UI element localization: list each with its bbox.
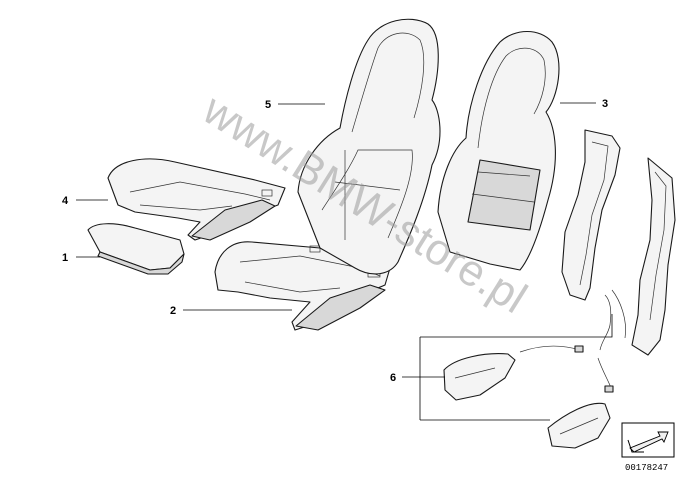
part-3-backrest-cover[interactable] — [437, 30, 560, 271]
wiring-harness — [519, 289, 626, 393]
label-part-2: 2 — [170, 305, 176, 317]
side-trim-left[interactable] — [561, 129, 621, 301]
part-5-backrest-frame[interactable] — [297, 18, 441, 275]
label-part-5: 5 — [265, 99, 271, 111]
part-2-seat-base[interactable] — [214, 241, 391, 331]
arrow-box-icon[interactable] — [621, 422, 675, 458]
label-part-4: 4 — [62, 195, 69, 207]
catalog-number: 00178247 — [625, 463, 668, 473]
label-part-6: 6 — [390, 372, 396, 384]
leader-lines — [76, 102, 613, 421]
part-1-cushion-pad[interactable] — [87, 223, 185, 275]
part-6-heating-pad-a[interactable] — [443, 353, 516, 401]
part-6-heating-pad-b[interactable] — [547, 402, 611, 449]
part-4-cushion-frame[interactable] — [107, 158, 286, 241]
label-part-3: 3 — [602, 98, 608, 110]
label-part-1: 1 — [62, 252, 68, 264]
side-trim-right[interactable] — [631, 157, 676, 356]
